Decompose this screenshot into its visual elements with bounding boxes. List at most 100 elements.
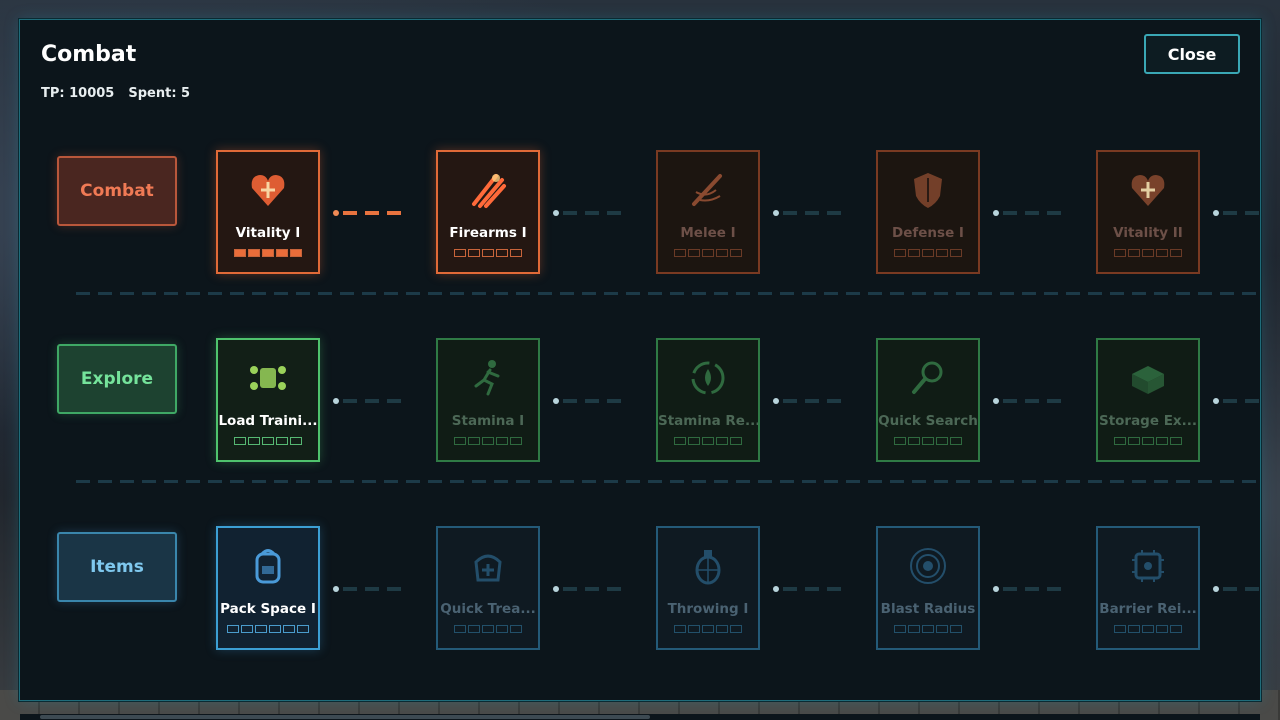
skill-connector: [1213, 210, 1260, 216]
level-pip: [510, 437, 522, 445]
skill-connector: [553, 398, 639, 404]
level-pip: [454, 437, 466, 445]
skill-row-combat: Combat: [20, 150, 1260, 276]
level-pip: [688, 437, 700, 445]
level-pip: [936, 625, 948, 633]
skill-node[interactable]: Stamina Re...: [656, 338, 760, 462]
skill-connector: [773, 210, 859, 216]
skill-level-pips: [454, 249, 522, 257]
skill-node[interactable]: Defense I: [876, 150, 980, 274]
skill-rows: Combat Explore Items Vitality I Firearms …: [20, 20, 1260, 700]
category-tab-combat[interactable]: Combat: [57, 156, 177, 226]
scrollbar-thumb[interactable]: [40, 715, 650, 719]
skill-node[interactable]: Throwing I: [656, 526, 760, 650]
level-pip: [248, 249, 260, 257]
grenade-icon: [684, 542, 732, 590]
level-pip: [716, 249, 728, 257]
skill-connector: [333, 210, 419, 216]
close-button[interactable]: Close: [1144, 34, 1240, 74]
level-pip: [1142, 625, 1154, 633]
level-pip: [1114, 437, 1126, 445]
category-tab-explore[interactable]: Explore: [57, 344, 177, 414]
sword-slash-icon: [684, 166, 732, 214]
level-pip: [674, 625, 686, 633]
level-pip: [276, 437, 288, 445]
skill-node[interactable]: Melee I: [656, 150, 760, 274]
points-summary: TP: 10005 Spent: 5: [41, 86, 190, 101]
level-pip: [510, 249, 522, 257]
skill-level-pips: [674, 437, 742, 445]
window-title: Combat: [41, 42, 137, 67]
level-pip: [702, 625, 714, 633]
level-pip: [482, 437, 494, 445]
skill-connector: [553, 586, 639, 592]
skill-node-label: Firearms I: [449, 225, 527, 241]
skill-node-label: Pack Space I: [220, 601, 316, 617]
skill-node[interactable]: Vitality I: [216, 150, 320, 274]
skill-node[interactable]: Pack Space I: [216, 526, 320, 650]
level-pip: [234, 249, 246, 257]
level-pip: [716, 625, 728, 633]
level-pip: [674, 249, 686, 257]
skill-connector: [773, 586, 859, 592]
skill-level-pips: [894, 625, 962, 633]
crate-icon: [1124, 354, 1172, 402]
level-pip: [908, 437, 920, 445]
circuit-box-icon: [1124, 542, 1172, 590]
cycle-drop-icon: [684, 354, 732, 402]
skill-node[interactable]: Firearms I: [436, 150, 540, 274]
level-pip: [1142, 249, 1154, 257]
level-pip: [730, 249, 742, 257]
level-pip: [730, 625, 742, 633]
level-pip: [922, 625, 934, 633]
skill-row-items: Items: [20, 526, 1260, 652]
skill-node-label: Load Traini...: [218, 413, 318, 429]
skill-node[interactable]: Barrier Rei...: [1096, 526, 1200, 650]
level-pip: [1128, 625, 1140, 633]
skill-node[interactable]: Blast Radius: [876, 526, 980, 650]
skill-node[interactable]: Quick Search: [876, 338, 980, 462]
level-pip: [496, 437, 508, 445]
heart-shield-icon: [1124, 166, 1172, 214]
level-pip: [936, 437, 948, 445]
level-pip: [510, 625, 522, 633]
skill-level-pips: [454, 437, 522, 445]
level-pip: [1128, 249, 1140, 257]
level-pip: [482, 249, 494, 257]
skill-node[interactable]: Storage Ex...: [1096, 338, 1200, 462]
skill-node-label: Storage Ex...: [1098, 413, 1198, 429]
level-pip: [1114, 249, 1126, 257]
skill-node[interactable]: Stamina I: [436, 338, 540, 462]
skill-node-label: Defense I: [892, 225, 964, 241]
category-tab-items[interactable]: Items: [57, 532, 177, 602]
skill-connector: [1213, 586, 1260, 592]
level-pip: [894, 437, 906, 445]
level-pip: [482, 625, 494, 633]
skill-level-pips: [454, 625, 522, 633]
row-divider: [76, 292, 1260, 295]
magnifier-icon: [904, 354, 952, 402]
skill-level-pips: [234, 249, 302, 257]
skill-node-label: Melee I: [680, 225, 736, 241]
skill-node[interactable]: Vitality II: [1096, 150, 1200, 274]
skill-node-label: Barrier Rei...: [1099, 601, 1197, 617]
level-pip: [234, 437, 246, 445]
shield-icon: [904, 166, 952, 214]
level-pip: [688, 625, 700, 633]
level-pip: [255, 625, 267, 633]
skill-connector: [553, 210, 639, 216]
claw-slash-icon: [464, 166, 512, 214]
level-pip: [262, 437, 274, 445]
level-pip: [922, 437, 934, 445]
bag-plus-icon: [464, 542, 512, 590]
skill-level-pips: [674, 249, 742, 257]
target-rings-icon: [904, 542, 952, 590]
skill-node[interactable]: Quick Trea...: [436, 526, 540, 650]
skill-connector: [993, 398, 1079, 404]
level-pip: [1156, 437, 1168, 445]
skill-node-label: Vitality II: [1113, 225, 1183, 241]
level-pip: [454, 249, 466, 257]
level-pip: [894, 249, 906, 257]
level-pip: [283, 625, 295, 633]
skill-node[interactable]: Load Traini...: [216, 338, 320, 462]
